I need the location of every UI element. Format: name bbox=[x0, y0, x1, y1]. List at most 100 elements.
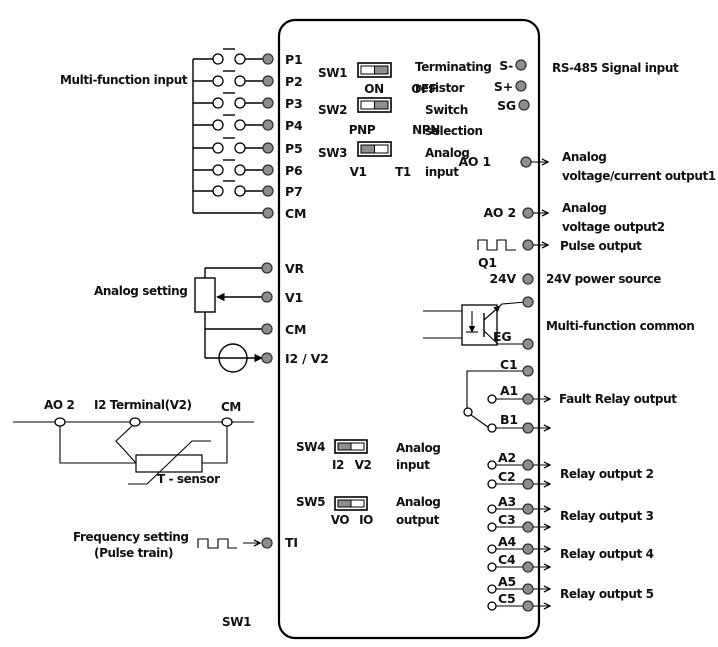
relay-contact-a3 bbox=[487, 504, 497, 514]
terminal-a4[interactable] bbox=[522, 543, 534, 555]
terminal-v1-label: V1 bbox=[285, 290, 303, 305]
input-row-p3: P3 bbox=[193, 92, 303, 111]
terminal-c5-label: C5 bbox=[498, 591, 515, 606]
analog-output-1-group: AO 1 Analog voltage/current output1 bbox=[458, 150, 716, 183]
switch-slot-left bbox=[360, 65, 375, 75]
input-row-p2: P2 bbox=[193, 70, 303, 89]
frequency-setting-label: Frequency setting bbox=[73, 530, 189, 544]
terminal-b1[interactable] bbox=[522, 422, 534, 434]
terminal-p4[interactable] bbox=[262, 119, 274, 131]
terminal-a1[interactable] bbox=[522, 393, 534, 405]
terminal-q1[interactable] bbox=[522, 239, 534, 251]
fault-relay-label: Fault Relay output bbox=[559, 392, 677, 406]
terminal-s-minus-label: S- bbox=[499, 58, 513, 73]
sensor-i2-node bbox=[129, 417, 141, 427]
terminal-c2[interactable] bbox=[522, 478, 534, 490]
terminal-c2-label: C2 bbox=[498, 469, 515, 484]
input-row-cm: CM bbox=[193, 206, 306, 221]
switch-contact-open bbox=[212, 142, 224, 154]
terminal-c3-label: C3 bbox=[498, 512, 515, 527]
switch-desc-line2: output bbox=[396, 513, 440, 527]
terminal-v1[interactable] bbox=[261, 291, 273, 303]
switch-right-option-label: OFF bbox=[411, 82, 437, 96]
terminal-a3-label: A3 bbox=[498, 494, 516, 509]
terminal-ao1[interactable] bbox=[520, 156, 532, 168]
rs485-label: RS-485 Signal input bbox=[552, 61, 679, 75]
fault-relay-group: C1 A1 B1 Fault Relay output bbox=[463, 357, 678, 434]
relay-contact-a5 bbox=[487, 584, 497, 594]
terminal-a5-label: A5 bbox=[498, 574, 516, 589]
terminal-p3[interactable] bbox=[262, 97, 274, 109]
sensor-cm-node bbox=[221, 417, 233, 427]
terminal-c1[interactable] bbox=[522, 365, 534, 377]
terminal-eg-label: EG bbox=[493, 329, 511, 344]
frequency-setting-group: Frequency setting (Pulse train) TI SW1 bbox=[73, 530, 298, 629]
switch-contact-open bbox=[234, 164, 246, 176]
terminal-cm[interactable] bbox=[261, 323, 273, 335]
terminal-q1-label: Q1 bbox=[478, 255, 497, 270]
switch-left-option-label: I2 bbox=[332, 458, 344, 472]
switch-contact-open bbox=[212, 97, 224, 109]
terminal-a5[interactable] bbox=[522, 583, 534, 595]
terminal-vr[interactable] bbox=[261, 262, 273, 274]
switch-contact-open bbox=[212, 53, 224, 65]
optocoupler-symbol bbox=[461, 304, 498, 346]
switch-slot-right bbox=[374, 144, 389, 154]
terminal-c3[interactable] bbox=[522, 521, 534, 533]
terminal-24v[interactable] bbox=[522, 273, 534, 285]
terminal-p2[interactable] bbox=[262, 75, 274, 87]
switch-contact-open bbox=[234, 185, 246, 197]
switch-name-label: SW3 bbox=[318, 146, 347, 160]
terminal-p7[interactable] bbox=[262, 185, 274, 197]
switch-name-label: SW4 bbox=[296, 440, 325, 454]
terminal-a3[interactable] bbox=[522, 503, 534, 515]
terminal-p3-label: P3 bbox=[285, 96, 302, 111]
input-row-p7: P7 bbox=[193, 180, 303, 199]
terminal-a1-label: A1 bbox=[500, 383, 518, 398]
switch-right-option-label: V2 bbox=[355, 458, 372, 472]
pulse-output-waveform-icon bbox=[477, 239, 516, 251]
switch-name-label: SW1 bbox=[318, 66, 347, 80]
terminal-p2-label: P2 bbox=[285, 74, 302, 89]
current-source-symbol bbox=[218, 343, 248, 373]
terminal-sg[interactable] bbox=[518, 99, 530, 111]
relay-b1-contact bbox=[487, 423, 497, 433]
switch-right-option-label: T1 bbox=[395, 165, 411, 179]
t-sensor-label: T - sensor bbox=[157, 472, 220, 486]
terminal-i2-v2[interactable] bbox=[261, 352, 273, 364]
pulse-output-group: Q1 Pulse output bbox=[477, 239, 643, 270]
terminal-ti[interactable] bbox=[261, 537, 273, 549]
terminal-24v-transistor[interactable] bbox=[522, 296, 534, 308]
terminal-p1[interactable] bbox=[262, 53, 274, 65]
terminal-s-minus[interactable] bbox=[515, 59, 527, 71]
switch-desc-line2: input bbox=[396, 458, 430, 472]
terminal-s-plus[interactable] bbox=[515, 80, 527, 92]
input-row-p6: P6 bbox=[193, 159, 303, 178]
terminal-cm[interactable] bbox=[262, 207, 274, 219]
ao2-label-line1: Analog bbox=[562, 201, 606, 215]
relay-output-2-label: Relay output 2 bbox=[560, 467, 654, 481]
switch-name-label: SW2 bbox=[318, 103, 347, 117]
terminal-ao2[interactable] bbox=[522, 207, 534, 219]
terminal-c5[interactable] bbox=[522, 600, 534, 612]
terminal-c4[interactable] bbox=[522, 561, 534, 573]
terminal-p5[interactable] bbox=[262, 142, 274, 154]
relay-common-contact bbox=[463, 407, 473, 417]
terminal-p6[interactable] bbox=[262, 164, 274, 176]
switch-desc-line2: resistor bbox=[415, 81, 465, 95]
terminal-ao2-label: AO 2 bbox=[483, 205, 516, 220]
bottom-sw1-label: SW1 bbox=[222, 615, 251, 629]
switch-slot-left bbox=[360, 144, 375, 154]
terminal-a2[interactable] bbox=[522, 459, 534, 471]
terminal-eg[interactable] bbox=[522, 338, 534, 350]
switch-contact-open bbox=[234, 97, 246, 109]
switch-left-option-label: VO bbox=[331, 513, 350, 527]
switch-slot-left bbox=[360, 100, 375, 110]
potentiometer-symbol bbox=[194, 277, 216, 313]
switch-desc-line1: Analog bbox=[425, 146, 469, 160]
analog-setting-label: Analog setting bbox=[94, 284, 187, 298]
